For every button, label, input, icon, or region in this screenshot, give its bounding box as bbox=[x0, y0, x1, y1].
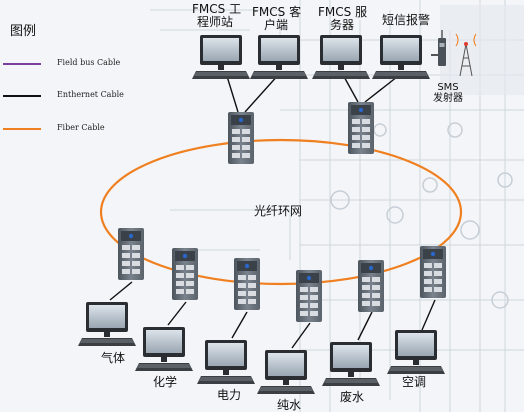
label-pure-water: 纯水 bbox=[277, 398, 302, 412]
ring-switch-power bbox=[234, 258, 260, 310]
hvac-pc bbox=[387, 330, 445, 374]
legend-fiber-label: Fiber Cable bbox=[57, 123, 105, 132]
gas-pc bbox=[78, 302, 136, 346]
label-line: FMCS 服 bbox=[318, 5, 368, 19]
fmcs-server-pc bbox=[312, 35, 370, 79]
ring-switch-purewater bbox=[296, 270, 322, 322]
chemical-pc bbox=[135, 327, 193, 371]
top-switch-left bbox=[228, 112, 254, 164]
wastewater-pc bbox=[322, 342, 380, 386]
label-waste-water: 废水 bbox=[340, 390, 365, 404]
legend-ethernet-label: Enthernet Cable bbox=[57, 90, 124, 99]
sms-transmitter bbox=[438, 30, 477, 77]
label-power: 电力 bbox=[217, 388, 242, 402]
top-switch-right bbox=[348, 102, 374, 154]
ring-switch-chemical bbox=[172, 248, 198, 300]
power-pc bbox=[197, 340, 255, 384]
label-fmcs-client: FMCS 客 户端 bbox=[252, 5, 302, 32]
label-line: SMS bbox=[437, 82, 459, 93]
ring-switch-hvac bbox=[420, 246, 446, 298]
legend-title: 图例 bbox=[10, 24, 37, 39]
label-line: 务器 bbox=[329, 18, 354, 32]
fiber-ring-label: 光纤环网 bbox=[254, 204, 303, 218]
sms-alarm-pc bbox=[372, 35, 430, 79]
legend-fieldbus-line bbox=[3, 63, 41, 65]
label-line: 短信报警 bbox=[381, 13, 430, 27]
label-gas: 气体 bbox=[101, 351, 126, 365]
label-fmcs-engineer-station: FMCS 工 程师站 bbox=[192, 2, 242, 29]
purewater-pc bbox=[257, 350, 315, 394]
label-sms-alarm: 短信报警 bbox=[380, 14, 432, 27]
bottom-ethernet-links bbox=[109, 281, 436, 349]
label-sms-transmitter: SMS 发射器 bbox=[428, 82, 468, 104]
label-line: 户端 bbox=[263, 18, 288, 32]
fiber-ring bbox=[99, 138, 463, 286]
label-line: FMCS 工 bbox=[192, 2, 242, 16]
ring-switch-wastewater bbox=[358, 260, 384, 312]
legend-ethernet-line bbox=[3, 95, 41, 97]
label-line: 程师站 bbox=[196, 15, 233, 29]
label-chemical: 化学 bbox=[153, 375, 178, 389]
ring-switch-gas bbox=[118, 228, 144, 280]
label-fmcs-server: FMCS 服 务器 bbox=[318, 5, 368, 32]
label-hvac: 空调 bbox=[402, 375, 427, 389]
label-line: 发射器 bbox=[433, 93, 463, 104]
legend-fiber-line bbox=[3, 128, 41, 130]
fmcs-engineer-workstation-pc bbox=[192, 35, 250, 79]
legend-fieldbus-label: Field bus Cable bbox=[57, 58, 121, 67]
fmcs-client-pc bbox=[250, 35, 308, 79]
label-line: FMCS 客 bbox=[252, 5, 302, 19]
